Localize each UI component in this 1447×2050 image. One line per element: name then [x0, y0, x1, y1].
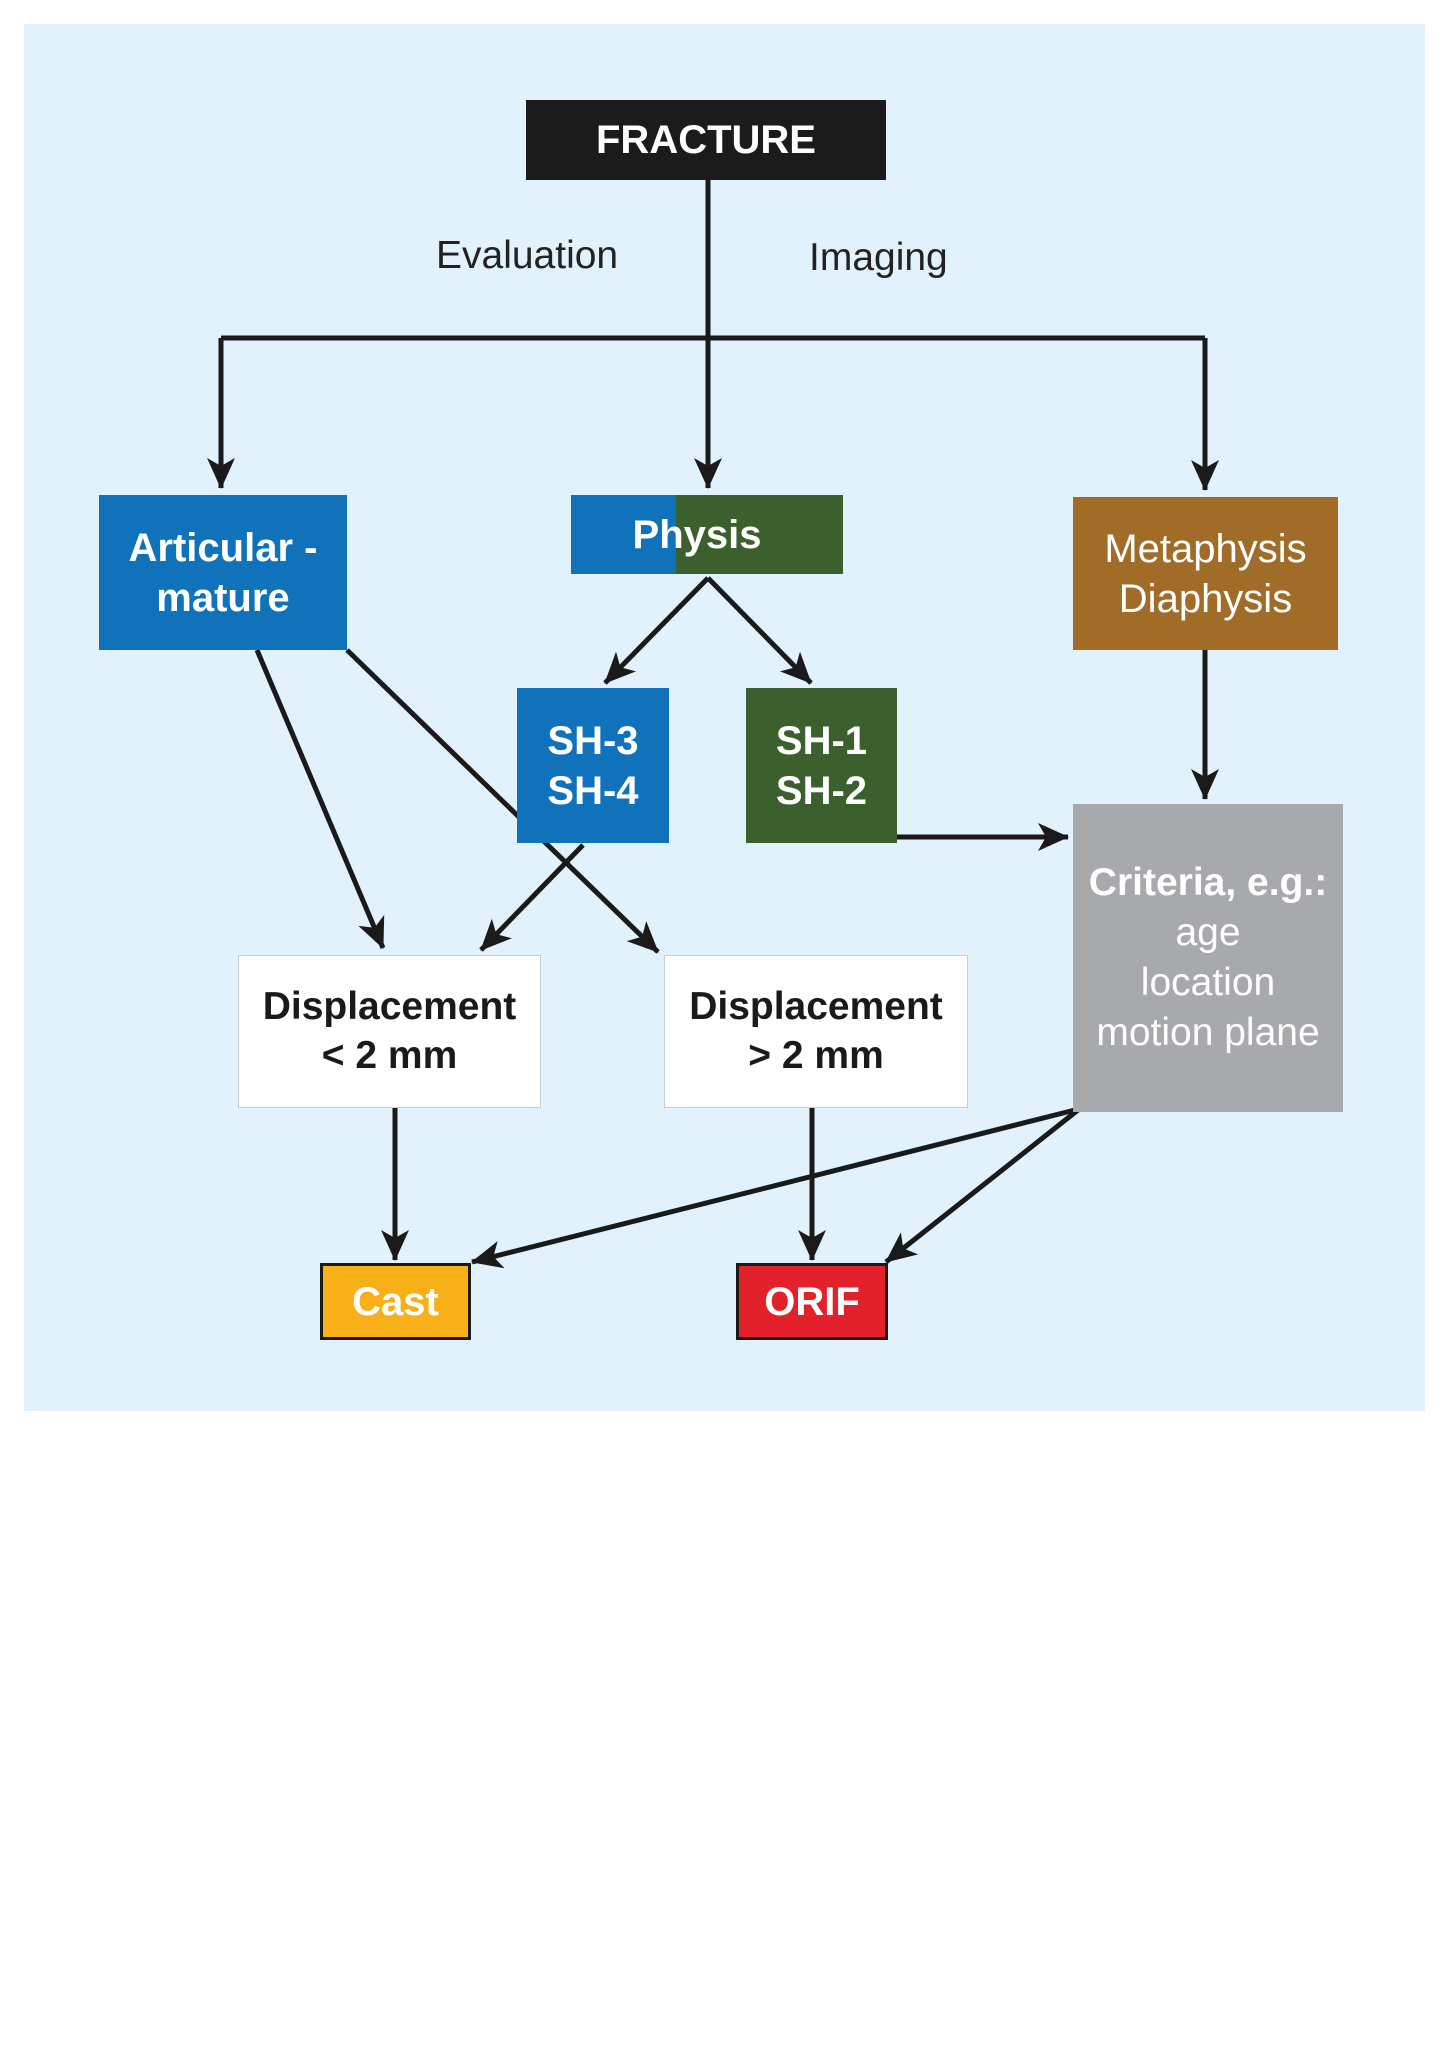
node-sh34-line2: SH-4 [547, 768, 639, 813]
node-criteria-item-location: location [1140, 961, 1276, 1004]
node-dispgt-line1: Displacement [689, 984, 943, 1028]
node-articular-mature: Articular - mature [99, 495, 347, 650]
node-fracture-label: FRACTURE [596, 118, 816, 162]
node-sh1-sh2: SH-1 SH-2 [746, 688, 897, 843]
node-displt-line2: < 2 mm [321, 1033, 458, 1077]
node-cast: Cast [320, 1263, 471, 1340]
node-criteria-item-motion-plane: motion plane [1096, 1010, 1320, 1054]
node-physis: Physis [571, 495, 843, 574]
node-criteria-heading: Criteria, e.g.: [1088, 861, 1328, 905]
node-displacement-lt-2mm: Displacement < 2 mm [238, 955, 541, 1108]
node-metaphysis-diaphysis: Metaphysis Diaphysis [1073, 497, 1338, 650]
node-sh12-line2: SH-2 [775, 768, 868, 813]
edge-criteria-orif [884, 1108, 1080, 1264]
node-criteria: Criteria, e.g.: age location motion plan… [1073, 804, 1343, 1112]
edge-articular-dispgt [345, 648, 660, 954]
node-articular-line1: Articular - [128, 525, 318, 570]
diagram-background [24, 24, 1425, 1411]
edge-physis-sh34 [603, 576, 710, 685]
edge-criteria-cast [471, 1107, 1076, 1269]
label-evaluation: Evaluation [436, 234, 619, 277]
node-physis-label: Physis [632, 512, 762, 557]
node-metaphysis-line2: Diaphysis [1118, 576, 1293, 621]
label-imaging: Imaging [809, 236, 948, 279]
node-dispgt-line2: > 2 mm [748, 1033, 884, 1077]
edge-sh34-displt [479, 843, 585, 952]
node-criteria-item-age: age [1175, 911, 1241, 955]
node-displt-line1: Displacement [262, 984, 517, 1028]
node-displacement-gt-2mm: Displacement > 2 mm [664, 955, 968, 1108]
node-sh12-line1: SH-1 [775, 718, 868, 763]
node-sh3-sh4: SH-3 SH-4 [517, 688, 669, 843]
node-sh34-line1: SH-3 [547, 718, 639, 763]
edge-physis-sh12 [706, 576, 813, 685]
node-articular-line2: mature [156, 575, 290, 620]
node-metaphysis-line1: Metaphysis [1104, 526, 1307, 571]
node-orif-label: ORIF [764, 1279, 860, 1324]
node-orif: ORIF [736, 1263, 888, 1340]
edge-articular-displt [254, 649, 386, 949]
node-fracture: FRACTURE [526, 100, 886, 180]
node-cast-label: Cast [352, 1279, 439, 1324]
